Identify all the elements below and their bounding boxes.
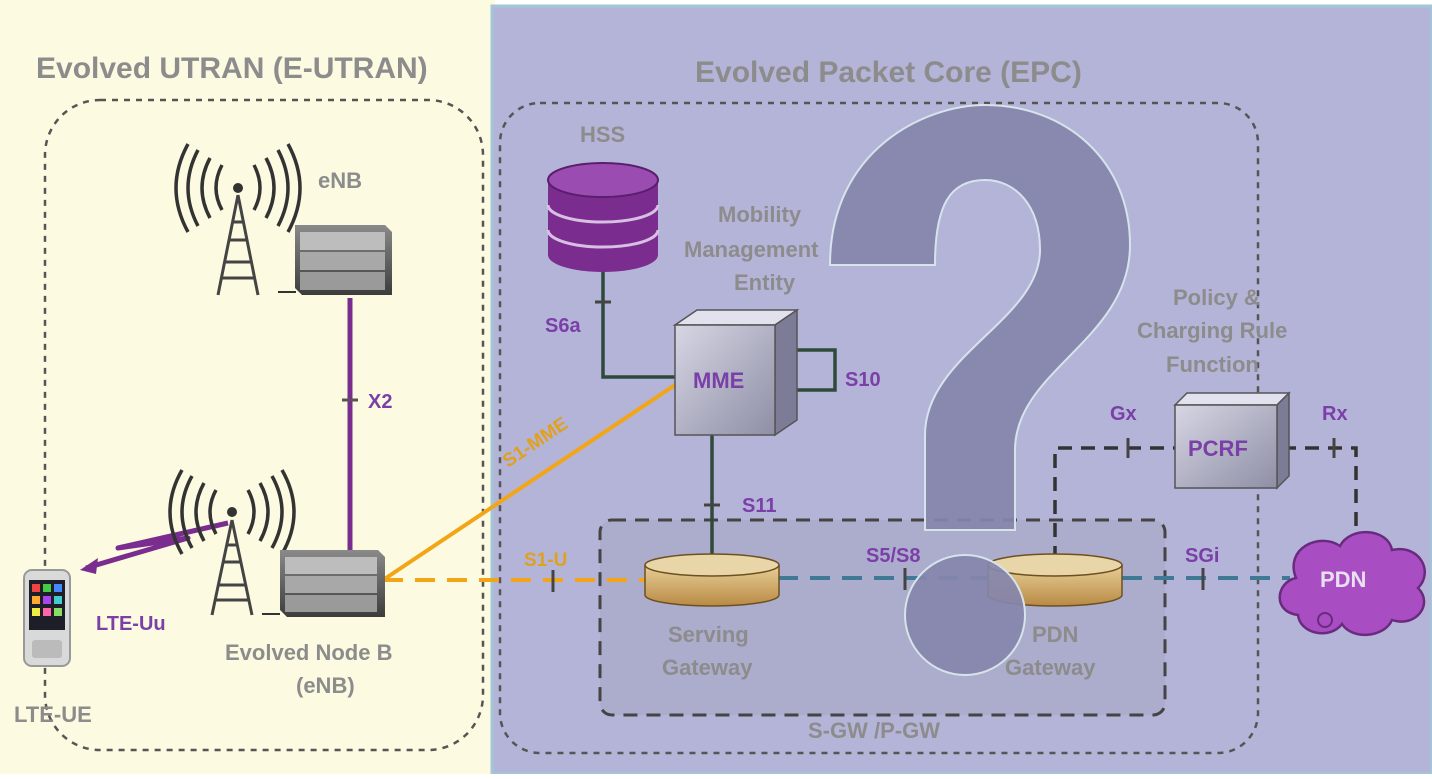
sgi-label: SGi — [1185, 545, 1219, 567]
s10-label: S10 — [845, 369, 881, 391]
s1-u-label: S1-U — [524, 550, 567, 571]
pcrf-label: PCRF — [1188, 436, 1248, 461]
lte-uu-label: LTE-Uu — [96, 613, 166, 635]
pcrf-desc-line3: Function — [1166, 352, 1259, 377]
s11-label: S11 — [742, 495, 776, 517]
mme-desc-line1: Mobility — [718, 202, 802, 227]
pdn-gateway-label-line1: PDN — [1032, 622, 1078, 647]
pdn-gateway-label-line2: Gateway — [1005, 655, 1096, 680]
lte-ue-label: LTE-UE — [14, 702, 92, 727]
mme-box-icon — [672, 308, 800, 437]
gx-label: Gx — [1110, 403, 1137, 425]
rx-link — [1282, 446, 1358, 535]
s1-mme-link — [381, 383, 677, 582]
mme-desc-line3: Entity — [734, 270, 796, 295]
serving-gateway-icon — [644, 553, 780, 607]
enb-bottom-label-line1: Evolved Node B — [225, 640, 392, 665]
eutran-title: Evolved UTRAN (E-UTRAN) — [36, 52, 428, 85]
serving-gateway-label-line1: Serving — [668, 622, 749, 647]
enb-bottom-server-icon — [262, 550, 385, 617]
serving-gateway-label-line2: Gateway — [662, 655, 753, 680]
question-mark-icon — [828, 103, 1132, 676]
pdn-cloud-label: PDN — [1320, 567, 1366, 592]
rx-label: Rx — [1322, 403, 1348, 425]
enb-top-label: eNB — [318, 168, 362, 193]
pcrf-box-icon — [1173, 391, 1291, 490]
mme-desc-line2: Management — [684, 237, 819, 262]
enb-bottom-label-line2: (eNB) — [296, 673, 355, 698]
x2-label: X2 — [368, 391, 392, 413]
pcrf-desc-line2: Charging Rule — [1137, 318, 1287, 343]
eutran-background — [0, 0, 495, 774]
pdn-cloud-icon — [1278, 531, 1426, 637]
hss-database-icon — [546, 162, 660, 272]
enb-bottom-tower-icon — [168, 469, 296, 616]
s6a-label: S6a — [545, 315, 581, 337]
lte-uu-arrowhead — [80, 558, 98, 574]
enb-top-server-icon — [278, 225, 392, 295]
s10-link — [795, 348, 837, 392]
lte-ue-phone-icon — [23, 569, 71, 667]
s6a-link — [601, 268, 675, 379]
s5s8-label: S5/S8 — [866, 545, 920, 567]
eutran-boundary — [43, 98, 485, 752]
epc-title: Evolved Packet Core (EPC) — [695, 56, 1082, 89]
pcrf-desc-line1: Policy & — [1173, 285, 1260, 310]
hss-label: HSS — [580, 122, 625, 147]
enb-top-tower-icon — [174, 143, 302, 296]
gateway-group-label: S-GW /P-GW — [808, 718, 940, 743]
mme-label: MME — [693, 368, 744, 393]
gx-link — [1053, 446, 1175, 560]
